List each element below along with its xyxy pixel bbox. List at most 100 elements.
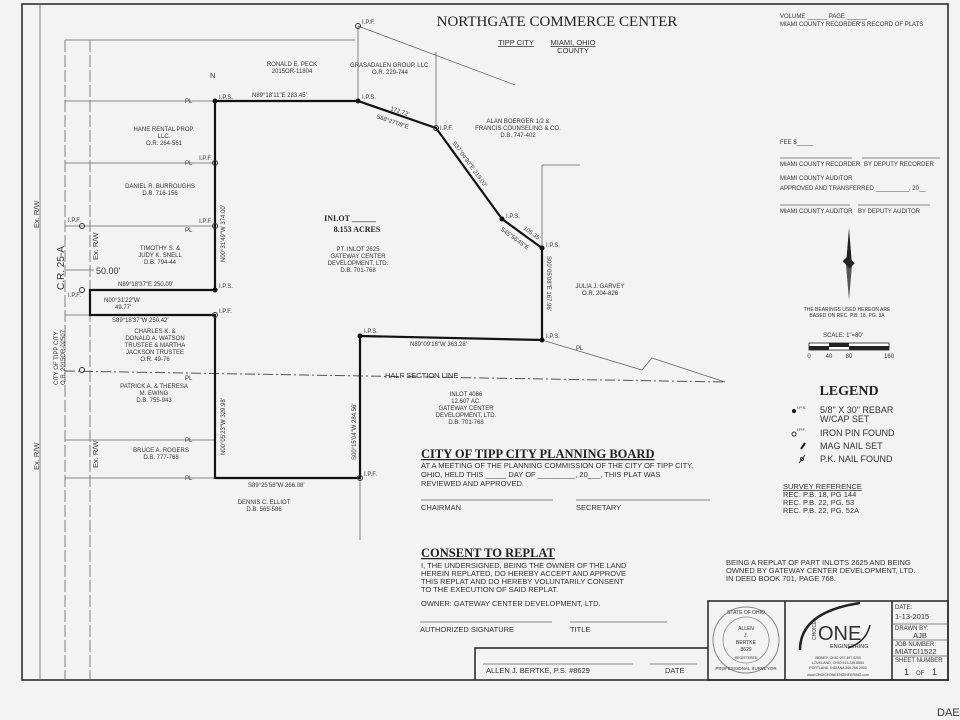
job-number-value: MIATCI1522	[895, 647, 937, 656]
secretary-signature-line: SECRETARY	[576, 503, 621, 512]
surveyor-name: ALLEN J. BERTKE, P.S. #8629	[486, 666, 590, 675]
bearing-note-line: THE BEARINGS USED HEREON ARE	[804, 307, 891, 313]
sheet-border	[21, 3, 949, 681]
parcel-owner: GRASADALEN GROUP, LLC.	[350, 63, 430, 69]
replat-note-line: OWNED BY GATEWAY CENTER DEVELOPMENT, LTD…	[726, 566, 915, 575]
fee: FEE $_____	[780, 140, 814, 146]
parcel-owner: JUDY K. SNELL	[138, 253, 182, 259]
survey-reference-item: REC. P.B. 22, PG. 52A	[783, 506, 859, 515]
watermark: DAE	[937, 707, 960, 719]
location-city: TIPP CITY	[498, 38, 534, 47]
scale-tick: 0	[807, 354, 811, 360]
road-name: C.R. 25-A	[56, 246, 67, 290]
seal-text: REGISTERED	[735, 656, 758, 660]
ipf-label: I.P.F.	[199, 156, 212, 162]
job-number-label: JOB NUMBER:	[895, 642, 936, 648]
legend-item: 5/8" X 30" REBAR	[820, 405, 894, 415]
ipf-label: I.P.F.	[199, 219, 212, 225]
logo-text: ENGINEERING	[830, 644, 869, 650]
parcel-owner: LLC.	[158, 134, 171, 140]
approved-transferred: APPROVED AND TRANSFERRED __________, 20_…	[780, 186, 926, 192]
inlot-boundary	[88, 99, 544, 480]
legend-code: I.P.S.	[797, 405, 806, 410]
seal-text: BERTKE	[736, 640, 757, 646]
parcel-deed: O.R. 204-826	[582, 291, 619, 297]
pl-label: PL	[185, 376, 193, 382]
location-county: MIAMI, OHIO	[551, 38, 596, 47]
inlot-info: PT. INLOT 2625	[337, 247, 381, 253]
consent-text: HEREIN REPLATED, DO HEREBY ACCEPT AND AP…	[421, 569, 626, 578]
location-county-label: COUNTY	[557, 46, 589, 55]
seal-text: 8629	[740, 647, 751, 653]
legend-item: MAG NAIL SET	[820, 441, 883, 451]
planning-board-text: AT A MEETING OF THE PLANNING COMMISSION …	[421, 461, 693, 470]
consent-section: CONSENT TO REPLAT I, THE UNDERSIGNED, BE…	[420, 546, 667, 634]
ips-label: I.P.S.	[364, 329, 378, 335]
survey-reference-title: SURVEY REFERENCE	[783, 482, 862, 491]
parcel-labels: RONALD E. PECK 2015OR-11804 GRASADALEN G…	[120, 62, 624, 513]
pk-nail-found-icon	[798, 454, 806, 464]
parcel-owner: RONALD E. PECK	[267, 62, 317, 68]
course-label: S00°15'04"W 284.56'	[352, 403, 358, 460]
parcel-owner: FRANCIS COUNSELING & CO.	[475, 126, 561, 132]
ipf-label: I.P.F.	[364, 472, 377, 478]
course-label: N00°05'23"W 329.98'	[221, 398, 227, 455]
course-label: S00°05'08"E 167.96'	[545, 256, 551, 311]
record-of-plats: MIAMI COUNTY RECORDER'S RECORD OF PLATS	[780, 22, 923, 28]
course-label: N00°31'49"W 374.00'	[221, 205, 227, 262]
inlot4066-info: DEVELOPMENT, LTD.	[436, 413, 497, 419]
course-label: N00°31'22"W	[104, 298, 140, 304]
parcel-owner: PATRICK A. & THERESA	[120, 384, 188, 390]
legend-item: W/CAP SET	[820, 414, 870, 424]
logo-text: ONE	[818, 623, 861, 645]
logo-address: LOVELAND, OHIO 513.239.8554	[812, 661, 864, 665]
parcel-deed: O.R. 49-76	[140, 357, 170, 363]
ipf-markers	[79, 23, 439, 481]
planning-board-text: REVIEWED AND APPROVED.	[421, 479, 524, 488]
replat-note: BEING A REPLAT OF PART INLOTS 2625 AND B…	[726, 558, 915, 583]
road-width: 50.00'	[96, 266, 121, 276]
north-label: N	[210, 71, 215, 80]
ips-label: I.P.S.	[546, 334, 560, 340]
sheet-number-label: SHEET NUMBER	[895, 658, 943, 664]
ex-row-label: Ex. R/W	[32, 200, 41, 228]
parcel-owner: DANIEL R. BURROUGHS	[125, 184, 195, 190]
road-labels: Ex. R/W Ex. R/W Ex. R/W Ex. R/W C.R. 25-…	[32, 71, 215, 470]
scale-tick: 80	[846, 354, 853, 360]
parcel-deed: O.R. 264-561	[146, 141, 183, 147]
ipf-label: I.P.F.	[440, 126, 453, 132]
iron-pin-found-icon	[791, 431, 797, 437]
parcel-owner: DENNIS C. ELLIOT	[238, 500, 291, 506]
sheet-total: 1	[932, 667, 937, 677]
lot-lines	[65, 25, 726, 540]
half-section-label: HALF SECTION LINE	[385, 371, 458, 380]
course-label: N89°18'37"E 250.00'	[118, 282, 173, 288]
logo-web: www.CHOICEONEENGINEERING.com	[807, 673, 869, 677]
ex-row-label: Ex. R/W	[91, 232, 100, 260]
inlot4066-info: 12.607 AC.	[451, 399, 481, 405]
scale-tick: 160	[884, 354, 895, 360]
title-signature-line: TITLE	[570, 625, 590, 634]
city-parcel: CITY OF TIPP CITY	[54, 331, 60, 385]
legend-code: I.P.F.	[797, 427, 806, 432]
logo-address: SIDNEY, OHIO 937.497.0200	[815, 656, 861, 660]
consent-text: I, THE UNDERSIGNED, BEING THE OWNER OF T…	[421, 561, 627, 570]
parcel-owner: JACKSON TRUSTEE	[126, 350, 184, 356]
ips-label: I.P.S.	[219, 284, 233, 290]
inlot4066-info: GATEWAY CENTER	[438, 406, 494, 412]
deputy-auditor-line: BY DEPUTY AUDITOR	[858, 209, 921, 215]
ex-row-label: Ex. R/W	[32, 442, 41, 470]
planning-board-section: CITY OF TIPP CITY PLANNING BOARD AT A ME…	[421, 447, 710, 512]
course-label: N89°09'16"W 363.28'	[410, 342, 467, 348]
north-arrow-icon	[842, 228, 855, 300]
authorized-signature-line: AUTHORIZED SIGNATURE	[420, 625, 514, 634]
parcel-owner: M. EWING	[140, 391, 169, 397]
inlot-info: DEVELOPMENT, LTD.	[328, 261, 389, 267]
road-lines	[39, 4, 355, 680]
ipf-label: I.P.F.	[362, 20, 375, 26]
planning-board-text: OHIO, HELD THIS _____ DAY OF _________, …	[421, 470, 660, 479]
logo-text: CHOICE	[812, 620, 818, 640]
replat-note-line: IN DEED BOOK 701, PAGE 768.	[726, 574, 836, 583]
pl-label: PL	[185, 228, 193, 234]
pl-label: PL	[185, 161, 193, 167]
